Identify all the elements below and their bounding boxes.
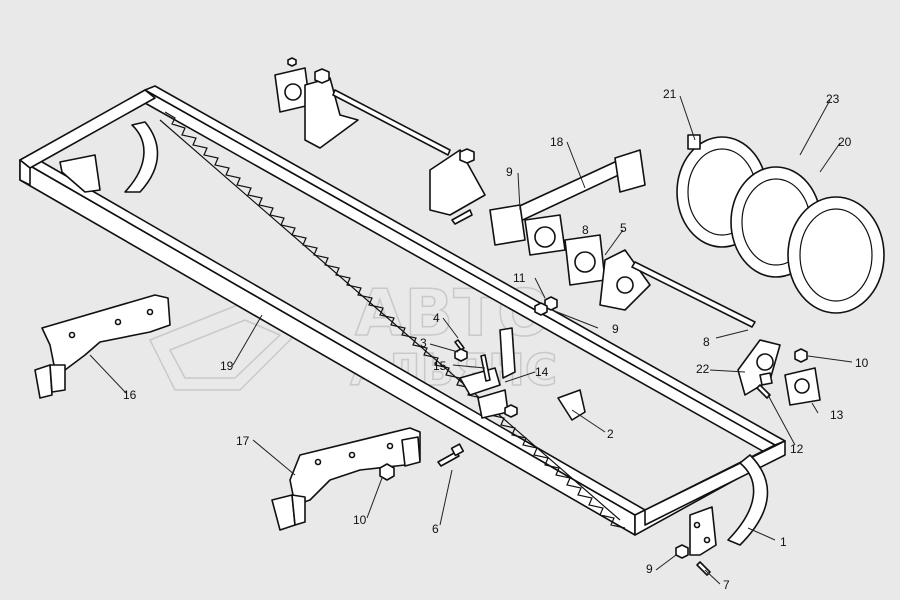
callout-9-upper: 9 xyxy=(506,165,513,179)
callout-12: 12 xyxy=(790,442,804,456)
callout-10-right: 10 xyxy=(855,356,869,370)
callout-23: 23 xyxy=(826,92,840,106)
callout-4: 4 xyxy=(433,311,440,325)
callout-22: 22 xyxy=(696,362,710,376)
nut-part-3 xyxy=(454,348,468,362)
callout-18: 18 xyxy=(550,135,564,149)
bolt-part-15 xyxy=(480,354,491,382)
callout-9-mid: 9 xyxy=(612,322,619,336)
leader-lines xyxy=(89,95,853,585)
callout-labels: 1 2 3 4 5 6 7 8 8 9 9 9 10 10 11 12 13 1… xyxy=(123,87,869,592)
callout-6: 6 xyxy=(432,522,439,536)
nut-part-9-mid xyxy=(534,302,548,316)
spike-wheel-part-20 xyxy=(787,196,885,314)
nut-part-10-lower xyxy=(379,463,395,481)
callout-11: 11 xyxy=(513,271,526,285)
bar-part-18 xyxy=(489,149,646,246)
callout-9-lower: 9 xyxy=(646,562,653,576)
nut-part-9-lower xyxy=(675,544,689,559)
callout-21: 21 xyxy=(663,87,677,101)
tine-part-1 xyxy=(689,454,769,556)
bearing-block-part-5 xyxy=(524,214,606,286)
bracket-part-16 xyxy=(34,294,171,399)
pin-part-12 xyxy=(756,384,771,399)
clamp-part-14 xyxy=(459,327,516,419)
callout-16: 16 xyxy=(123,388,137,402)
callout-15: 15 xyxy=(433,359,447,373)
clip-part-2 xyxy=(557,389,586,421)
callout-8-lower: 8 xyxy=(703,335,710,349)
bolt-part-6 xyxy=(437,443,465,467)
callout-14: 14 xyxy=(535,365,549,379)
callout-5: 5 xyxy=(620,221,627,235)
callout-10-lower: 10 xyxy=(353,513,367,527)
callout-17: 17 xyxy=(236,434,250,448)
callout-8-upper: 8 xyxy=(582,223,589,237)
flange-part-13 xyxy=(784,367,821,406)
callout-2: 2 xyxy=(607,427,614,441)
callout-13: 13 xyxy=(830,408,844,422)
main-frame xyxy=(19,85,786,536)
callout-3: 3 xyxy=(420,336,427,350)
callout-7: 7 xyxy=(723,578,730,592)
callout-19: 19 xyxy=(220,359,234,373)
nut-small-14 xyxy=(504,404,518,418)
disc-part-8-upper xyxy=(599,249,651,311)
upper-shaft-assembly xyxy=(274,57,486,225)
nut-part-10-right xyxy=(794,348,808,363)
callout-20: 20 xyxy=(838,135,852,149)
callout-1: 1 xyxy=(780,535,787,549)
left-tine xyxy=(59,121,159,193)
bracket-part-17 xyxy=(271,427,421,531)
lower-shaft-assembly xyxy=(631,261,781,396)
watermark-logo-icon xyxy=(148,299,302,391)
